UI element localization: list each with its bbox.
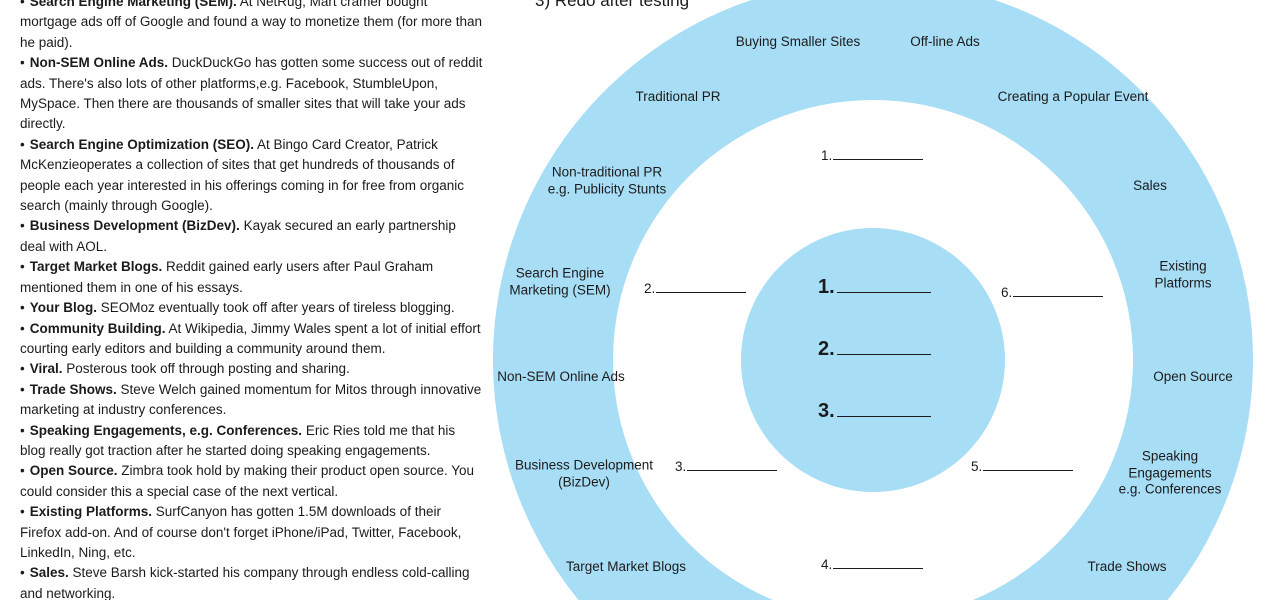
blank-line: [836, 403, 931, 417]
channel-name: Non-SEM Online Ads.: [29, 55, 168, 71]
channel-name: Community Building.: [29, 320, 166, 336]
inner-circle: [741, 228, 1005, 492]
channel-bullet: •Business Development (BizDev). Kayak se…: [20, 216, 484, 257]
channel-name: Your Blog.: [29, 300, 97, 316]
channel-bullet: •Your Blog. SEOMoz eventually took off a…: [20, 298, 484, 318]
channel-desc: Steve Welch gained momentum for Mitos th…: [20, 381, 482, 418]
bullet-icon: •: [20, 136, 25, 152]
ring-blank-4: 4.: [821, 557, 924, 572]
channel-list: • Search Engine Marketing (SEM). At NetRu…: [20, 0, 484, 600]
label-existing-platforms: Existing Platforms: [1154, 258, 1212, 291]
label-open-source: Open Source: [1153, 368, 1233, 384]
bullet-icon: •: [20, 422, 25, 438]
channel-name: Search Engine Optimization (SEO).: [29, 136, 255, 152]
label-traditional-pr: Traditional PR: [635, 88, 721, 104]
channel-bullet: •Trade Shows. Steve Welch gained momentu…: [20, 380, 484, 421]
center-blank-2: 2.: [818, 338, 931, 361]
channel-desc: Kayak secured an early partnership deal …: [20, 218, 456, 254]
ring-blank-number: 4.: [821, 557, 833, 572]
label-non-traditional-pr: Non-traditional PR e.g. Publicity Stunts: [547, 164, 667, 197]
center-blank-number: 2.: [818, 338, 835, 360]
label-sales: Sales: [1133, 177, 1167, 193]
label-target-market-blogs: Target Market Blogs: [565, 558, 687, 574]
channel-name: Viral.: [29, 361, 63, 377]
channel-desc: At Bingo Card Creator, Patrick McKenzieo…: [20, 136, 464, 214]
channel-desc: At NetRug, Mart cramer bought mortgage a…: [20, 0, 483, 50]
channel-desc: Posterous took off through posting and s…: [66, 361, 350, 377]
blank-line: [983, 460, 1074, 471]
channel-bullet: •Non-SEM Online Ads. DuckDuckGo has gott…: [20, 53, 484, 135]
bullet-icon: •: [20, 463, 25, 479]
ring-blank-6: 6.: [1001, 285, 1104, 300]
channel-desc: Eric Ries told me that his blog really g…: [20, 422, 456, 458]
channel-desc: Zimbra took hold by making their product…: [20, 463, 474, 499]
label-off-line-ads: Off-line Ads: [910, 33, 980, 49]
bullet-icon: •: [20, 0, 25, 9]
bullet-icon: •: [20, 565, 25, 581]
channel-bullet: •Open Source. Zimbra took hold by making…: [20, 461, 484, 502]
channel-name: Open Source.: [29, 463, 118, 479]
ring-blank-number: 5.: [971, 459, 983, 474]
blank-line: [687, 460, 778, 471]
ring-blank-3: 3.: [675, 459, 778, 474]
channel-desc: At Wikipedia, Jimmy Wales spent a lot of…: [20, 320, 481, 356]
ring-blank-number: 2.: [644, 281, 656, 296]
channel-bullet: •Search Engine Optimization (SEO). At Bi…: [20, 135, 484, 217]
bullet-icon: •: [20, 381, 25, 397]
channel-name: Existing Platforms.: [29, 504, 153, 520]
channel-desc: SurfCanyon has gotten 1.5M downloads of …: [20, 504, 462, 560]
channel-name: Sales.: [29, 565, 69, 581]
channel-bullet: •Sales. Steve Barsh kick-started his com…: [20, 563, 484, 600]
blank-line: [833, 149, 924, 160]
bullet-icon: •: [20, 55, 25, 71]
channel-name: Speaking Engagements, e.g. Conferences.: [29, 422, 303, 438]
label-non-sem-online-ads: Non-SEM Online Ads: [497, 368, 625, 384]
center-blank-number: 1.: [818, 276, 835, 298]
bullet-icon: •: [20, 218, 25, 234]
bullet-icon: •: [20, 320, 25, 336]
label-buying-smaller-sites: Buying Smaller Sites: [735, 33, 861, 49]
label-trade-shows: Trade Shows: [1087, 558, 1167, 574]
blank-line: [836, 341, 931, 355]
label-business-development: Business Development (BizDev): [514, 457, 654, 490]
ring-blank-number: 6.: [1001, 285, 1013, 300]
channel-bullet: •Speaking Engagements, e.g. Conferences.…: [20, 421, 484, 462]
bullet-icon: •: [20, 300, 25, 316]
center-blank-number: 3.: [818, 400, 835, 422]
channel-desc: SEOMoz eventually took off after years o…: [100, 300, 455, 316]
channel-bullet: •Viral. Posterous took off through posti…: [20, 359, 484, 379]
ring-blank-number: 3.: [675, 459, 687, 474]
channel-bullet: •Existing Platforms. SurfCanyon has gott…: [20, 502, 484, 563]
ring-blank-1: 1.: [821, 148, 924, 163]
center-blank-1: 1.: [818, 276, 931, 299]
center-blank-3: 3.: [818, 400, 931, 423]
blank-line: [1013, 286, 1104, 297]
bullet-icon: •: [20, 259, 25, 275]
ring-blank-5: 5.: [971, 459, 1074, 474]
channel-desc: DuckDuckGo has gotten some success out o…: [20, 55, 483, 132]
channel-bullet: •Community Building. At Wikipedia, Jimmy…: [20, 319, 484, 360]
channel-name: Trade Shows.: [29, 381, 117, 397]
channel-name: Target Market Blogs.: [29, 259, 163, 275]
channel-desc: Steve Barsh kick-started his company thr…: [20, 565, 470, 600]
bullet-icon: •: [20, 361, 25, 377]
blank-line: [656, 282, 747, 293]
channel-name: Business Development (BizDev).: [29, 218, 240, 234]
ring-blank-number: 1.: [821, 148, 833, 163]
label-creating-popular-event: Creating a Popular Event: [997, 88, 1149, 104]
label-speaking-engagements: Speaking Engagements e.g. Conferences: [1118, 448, 1222, 497]
blank-line: [833, 558, 924, 569]
blank-line: [836, 279, 931, 293]
channel-name: Search Engine Marketing (SEM).: [29, 0, 237, 9]
ring-blank-2: 2.: [644, 281, 747, 296]
step-heading: 3) Redo after testing: [535, 0, 690, 10]
bullet-icon: •: [20, 504, 25, 520]
label-sem: Search Engine Marketing (SEM): [509, 265, 611, 298]
channel-bullet: • Search Engine Marketing (SEM). At NetRu…: [20, 0, 484, 53]
channel-bullet: •Target Market Blogs. Reddit gained earl…: [20, 257, 484, 298]
channel-desc: Reddit gained early users after Paul Gra…: [20, 259, 434, 295]
